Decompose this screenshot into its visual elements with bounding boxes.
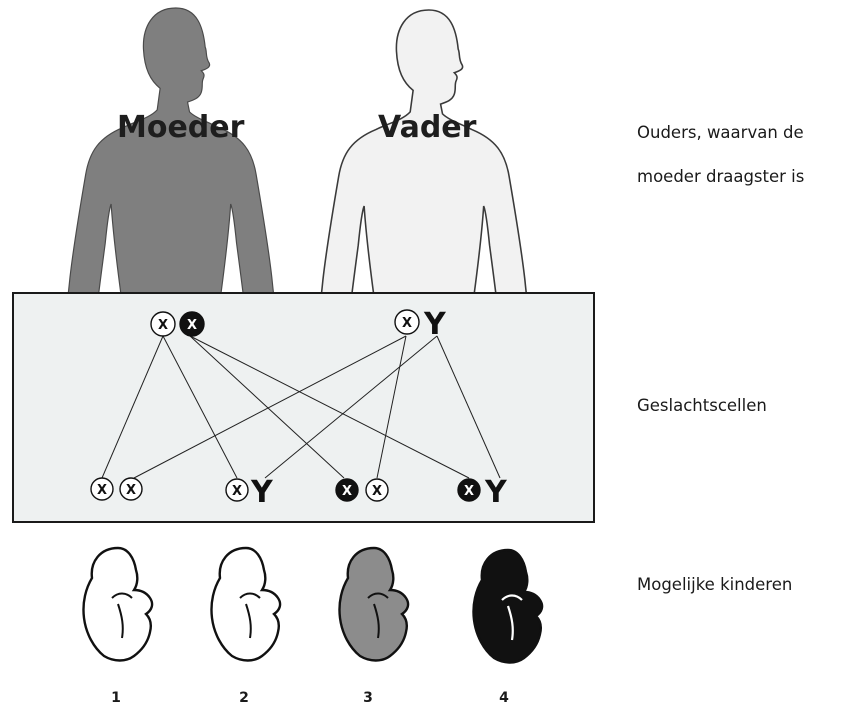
svg-text:X: X — [97, 483, 107, 498]
children-caption: Mogelijke kinderen — [637, 575, 792, 594]
mother-label: Moeder — [117, 110, 245, 145]
svg-text:X: X — [372, 484, 382, 499]
mother-x-affected: X — [180, 312, 204, 336]
child-2-icon — [211, 548, 280, 661]
child-number-3: 3 — [363, 690, 373, 706]
child-number-4: 4 — [499, 690, 509, 706]
father-y: Y — [423, 307, 447, 342]
gametes-caption: Geslachtscellen — [637, 396, 767, 415]
svg-text:X: X — [464, 484, 474, 499]
svg-text:X: X — [187, 318, 197, 333]
child-number-1: 1 — [111, 690, 121, 706]
child-4-icon — [473, 550, 542, 663]
svg-text:X: X — [126, 483, 136, 498]
svg-text:Y: Y — [250, 475, 274, 510]
father-x: X — [395, 310, 419, 334]
mother-x-open: X — [151, 312, 175, 336]
child-1-icon — [83, 548, 152, 661]
svg-text:X: X — [402, 316, 412, 331]
child-3-icon — [339, 548, 408, 661]
parents-caption-line2: moeder draagster is — [637, 167, 804, 186]
svg-text:X: X — [232, 484, 242, 499]
parents-caption-line1: Ouders, waarvan de — [637, 123, 804, 142]
svg-text:X: X — [158, 318, 168, 333]
svg-text:Y: Y — [484, 475, 508, 510]
svg-text:X: X — [342, 484, 352, 499]
child-number-2: 2 — [239, 690, 249, 706]
father-label: Vader — [378, 110, 477, 145]
